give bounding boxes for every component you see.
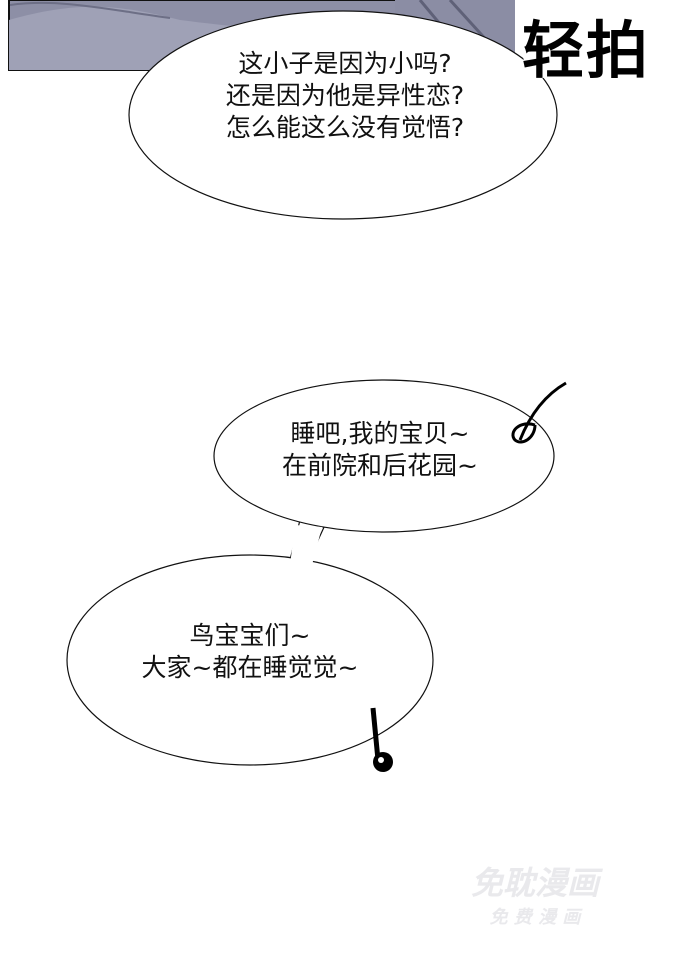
music-note-icon [511, 381, 567, 444]
music-note-icon [370, 707, 393, 772]
bubble-1-text: 这小子是因为小吗? 还是因为他是异性恋? 怎么能这么没有觉悟? [160, 48, 530, 144]
bubble-3-text: 鸟宝宝们~ 大家~都在睡觉觉~ [100, 620, 400, 684]
sound-effect-text: 轻拍 [522, 14, 651, 87]
speech-bubble-2 [66, 379, 555, 766]
watermark-sub: 免 费 漫 画 [489, 907, 581, 928]
bubble-line: 鸟宝宝们~ [189, 621, 311, 650]
bubble-line: 这小子是因为小吗? [238, 49, 452, 78]
bubble-line: 在前院和后花园~ [282, 451, 478, 480]
speech-bubble-1 [128, 10, 558, 220]
bubble-line: 睡吧,我的宝贝~ [290, 419, 470, 448]
bubble-line: 大家~都在睡觉觉~ [141, 653, 359, 682]
bubble-line: 怎么能这么没有觉悟? [225, 113, 465, 142]
bubble-line: 还是因为他是异性恋? [225, 81, 465, 110]
watermark-main: 免耽漫画 [470, 864, 599, 902]
bubble-2-text: 睡吧,我的宝贝~ 在前院和后花园~ [240, 418, 520, 482]
